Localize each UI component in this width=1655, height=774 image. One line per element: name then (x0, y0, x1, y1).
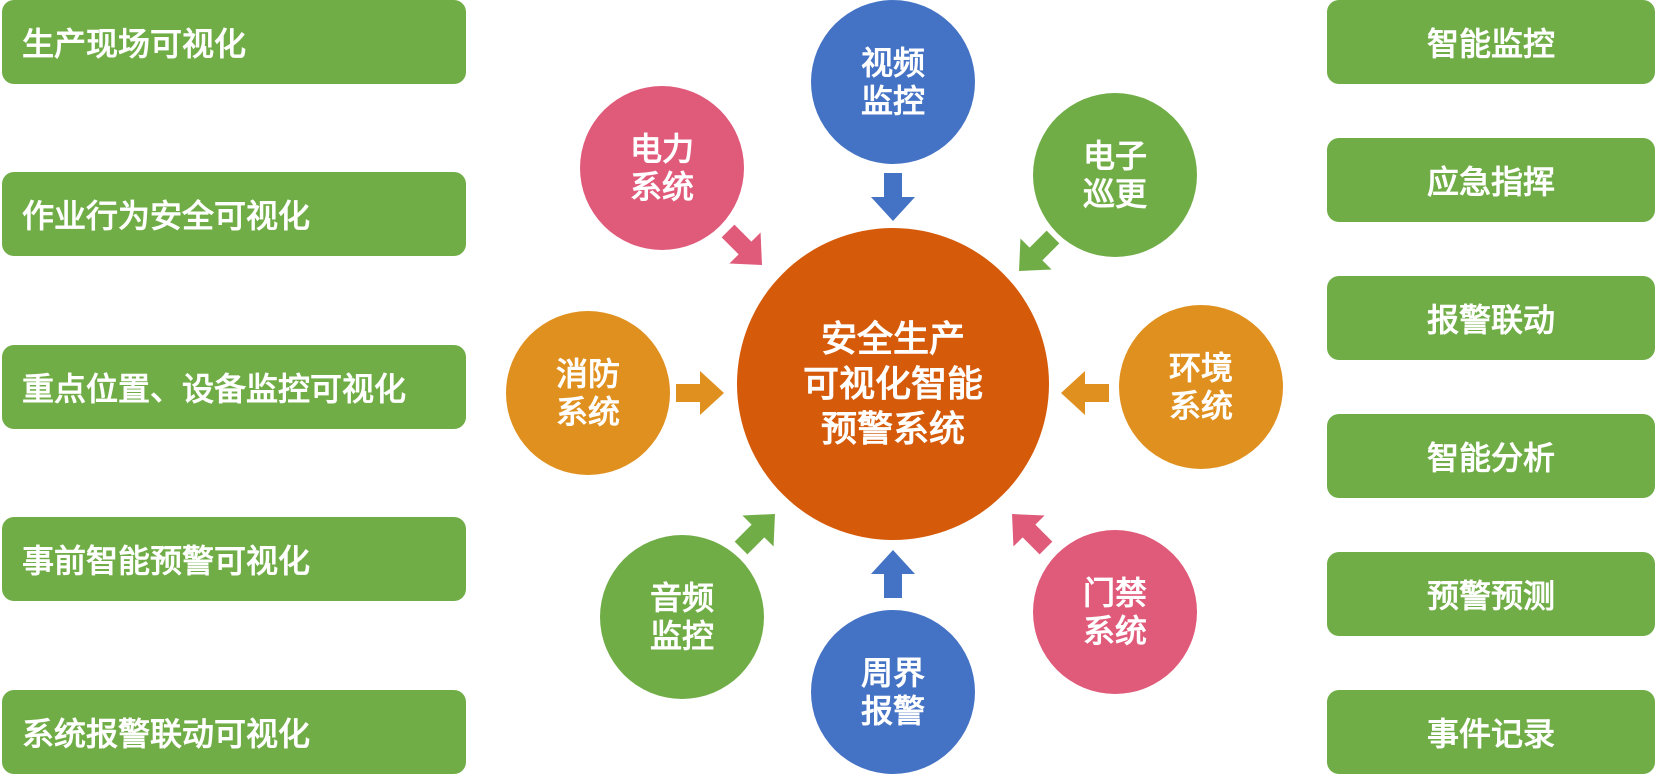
node-label: 周界 报警 (860, 653, 925, 730)
left-item-key-location: 重点位置、设备监控可视化 (2, 345, 466, 429)
node-audio-monitoring: 音频 监控 (600, 535, 764, 699)
left-item-pre-warning: 事前智能预警可视化 (2, 517, 466, 601)
right-item-label: 智能监控 (1426, 25, 1555, 63)
node-label: 电子 巡更 (1082, 136, 1147, 213)
left-item-label: 生产现场可视化 (22, 25, 247, 63)
node-fire-system: 消防 系统 (506, 311, 670, 475)
right-item-label: 应急指挥 (1426, 163, 1555, 201)
left-item-production-site: 生产现场可视化 (2, 0, 466, 84)
arrow-from-fire (676, 371, 724, 415)
center-system-node: 安全生产 可视化智能 预警系统 (737, 228, 1049, 540)
arrow-from-access (1012, 514, 1053, 555)
arrow-from-video (871, 173, 915, 221)
node-environment-system: 环境 系统 (1119, 305, 1283, 469)
left-item-work-behavior: 作业行为安全可视化 (2, 172, 466, 256)
arrow-from-perimeter (871, 550, 915, 598)
node-label: 电力 系统 (629, 129, 694, 206)
arrow-from-audio (734, 514, 775, 555)
node-label: 音频 监控 (649, 578, 714, 655)
node-power-system: 电力 系统 (580, 86, 744, 250)
node-access-control: 门禁 系统 (1033, 530, 1197, 694)
arrow-from-env (1061, 371, 1109, 415)
right-item-smart-analysis: 智能分析 (1327, 414, 1655, 498)
node-label: 视频 监控 (860, 43, 925, 120)
left-item-alarm-linkage: 系统报警联动可视化 (2, 690, 466, 774)
right-item-label: 事件记录 (1426, 715, 1555, 753)
node-video-monitoring: 视频 监控 (811, 0, 975, 164)
node-perimeter-alarm: 周界 报警 (811, 610, 975, 774)
node-label: 消防 系统 (555, 354, 620, 431)
right-item-emergency-command: 应急指挥 (1327, 138, 1655, 222)
left-item-label: 系统报警联动可视化 (22, 715, 311, 753)
right-item-smart-monitoring: 智能监控 (1327, 0, 1655, 84)
left-item-label: 事前智能预警可视化 (22, 542, 311, 580)
node-label: 门禁 系统 (1082, 573, 1147, 650)
right-item-event-log: 事件记录 (1327, 690, 1655, 774)
node-electronic-patrol: 电子 巡更 (1033, 93, 1197, 257)
arrow-from-power (721, 224, 762, 265)
right-item-forecast: 预警预测 (1327, 552, 1655, 636)
center-system-label: 安全生产 可视化智能 预警系统 (802, 318, 983, 450)
right-item-alarm-linkage: 报警联动 (1327, 276, 1655, 360)
arrow-from-patrol (1019, 230, 1060, 271)
node-label: 环境 系统 (1168, 348, 1233, 425)
right-item-label: 预警预测 (1426, 577, 1555, 615)
left-item-label: 重点位置、设备监控可视化 (22, 370, 407, 408)
left-item-label: 作业行为安全可视化 (22, 197, 311, 235)
right-item-label: 报警联动 (1426, 301, 1555, 339)
right-item-label: 智能分析 (1426, 439, 1555, 477)
